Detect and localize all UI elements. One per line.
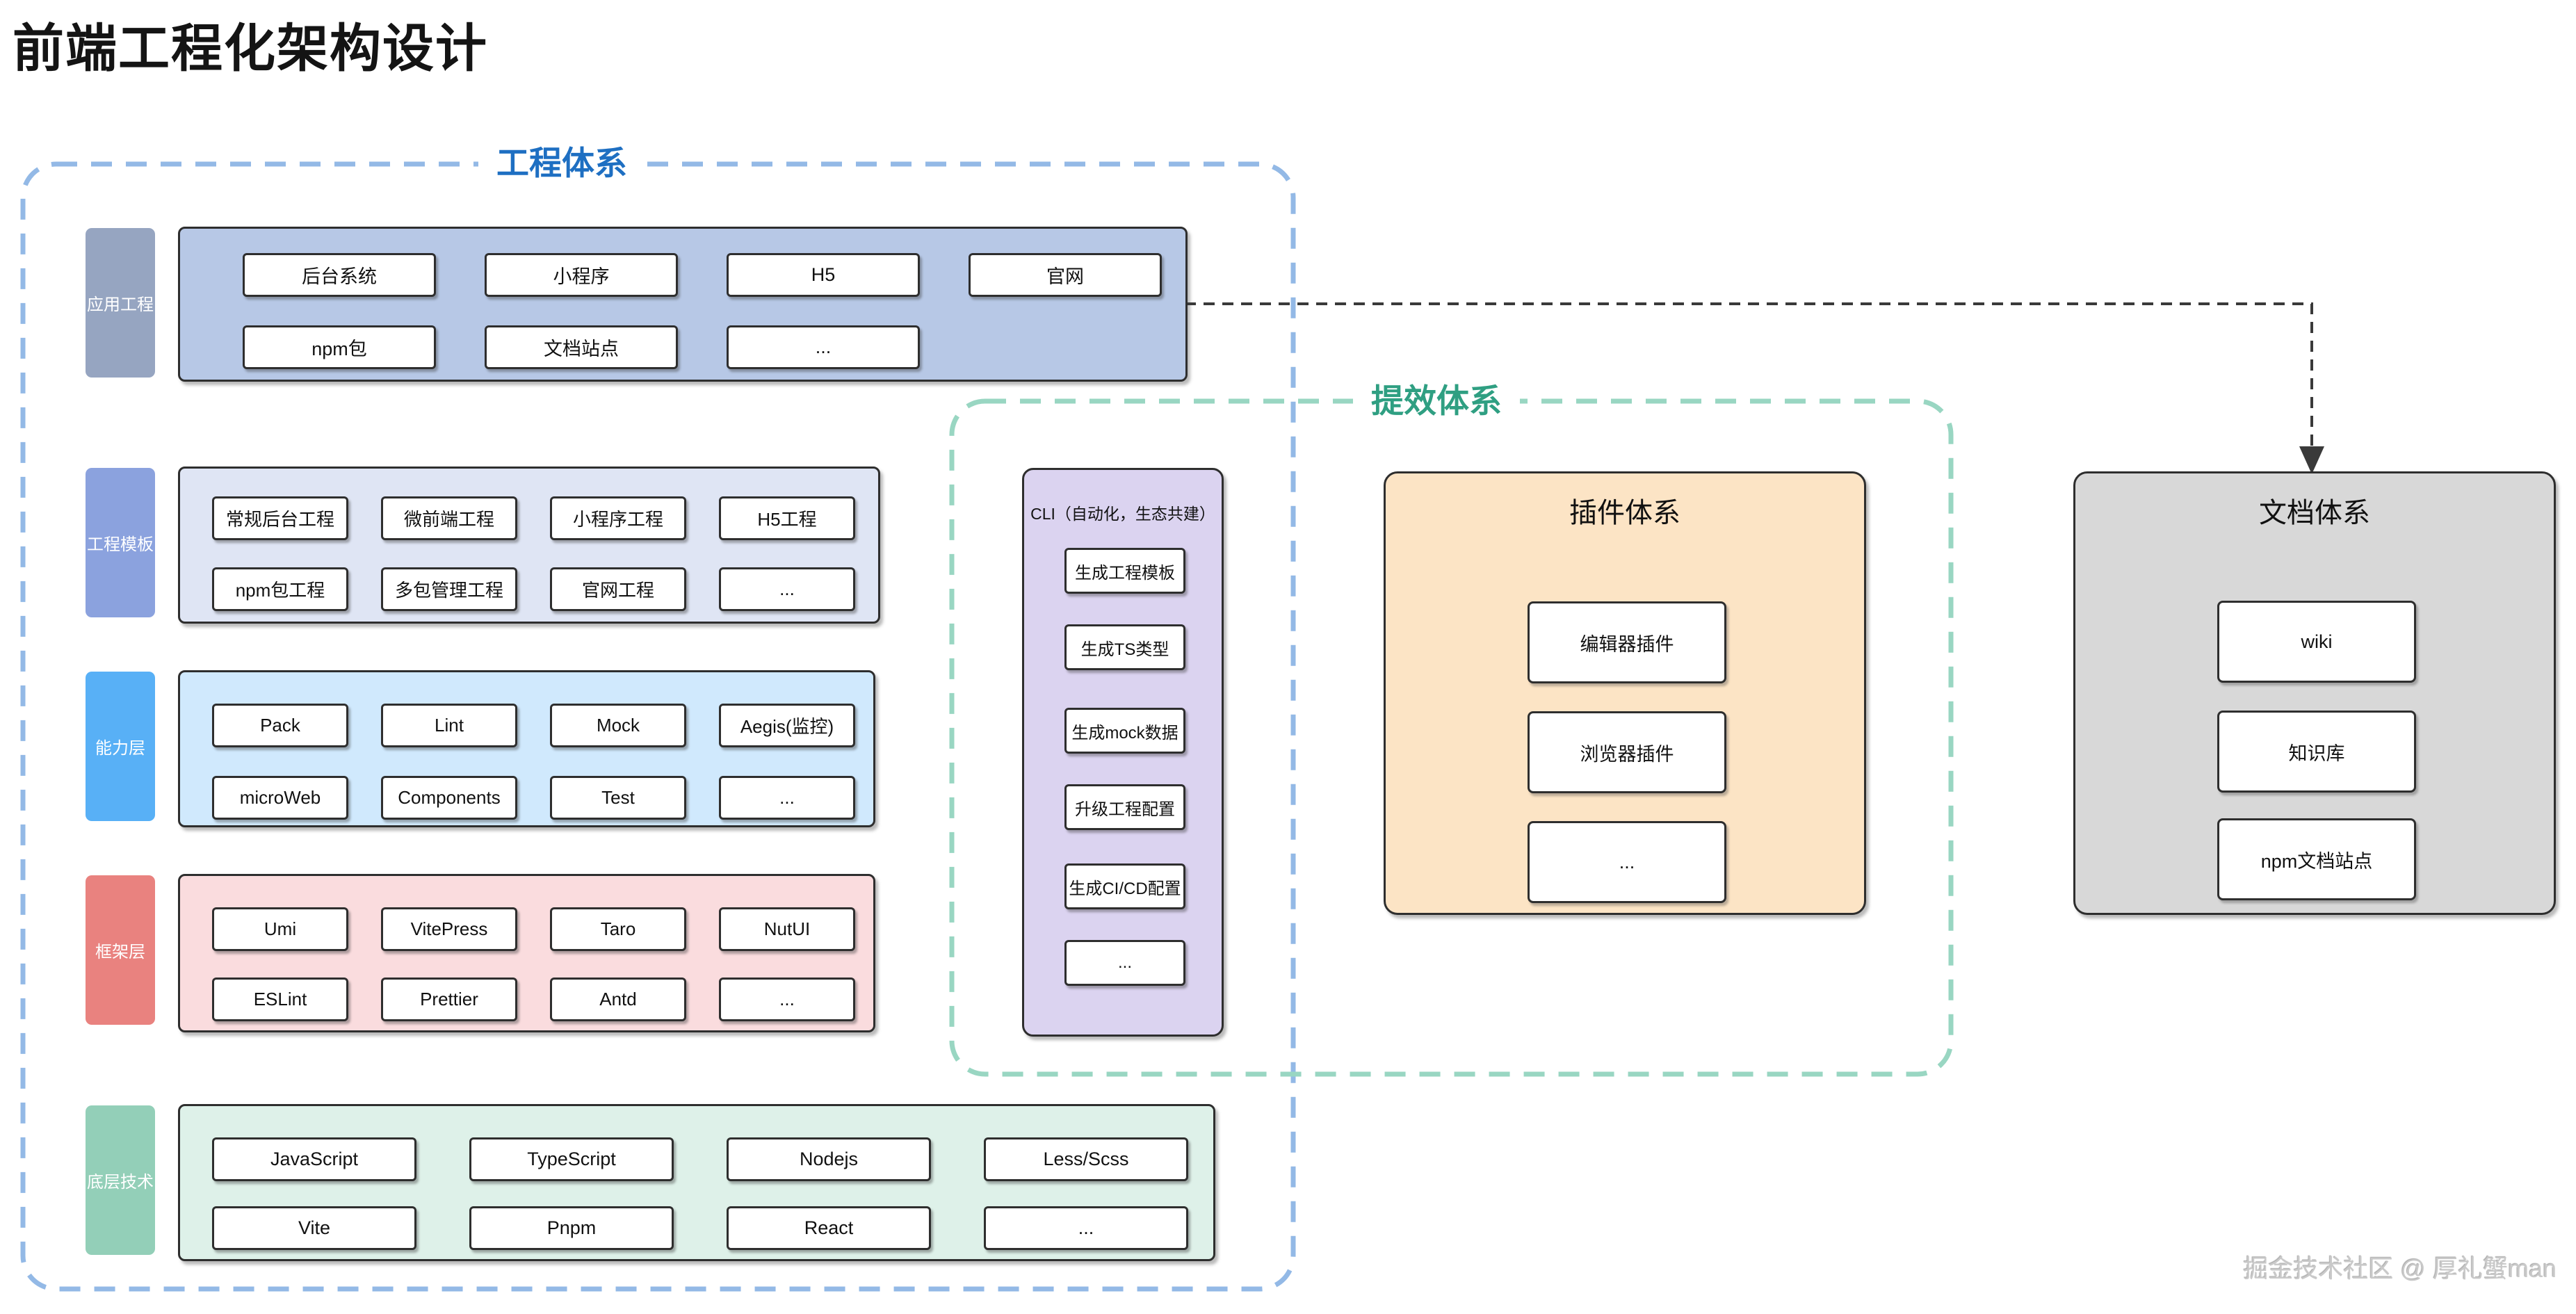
node-more-plugins[interactable]: ... [1528,821,1726,903]
row-label-framework-layer: 框架层 [86,875,155,1025]
node-test[interactable]: Test [550,776,686,820]
node-row: JavaScript TypeScript Nodejs Less/Scss [180,1137,1213,1181]
node-prettier[interactable]: Prettier [381,978,517,1021]
node-mock[interactable]: Mock [550,704,686,747]
node-wiki[interactable]: wiki [2217,601,2416,683]
node-npm-template[interactable]: npm包工程 [212,567,348,611]
row-panel-capability-layer: Pack Lint Mock Aegis(监控) microWeb Compon… [178,670,875,827]
node-generate-mock-data[interactable]: 生成mock数据 [1064,708,1185,754]
node-vite[interactable]: Vite [212,1206,416,1250]
row-label-app-projects: 应用工程 [86,228,155,378]
doc-system-panel: 文档体系 wiki 知识库 npm文档站点 [2073,471,2556,915]
node-generate-ts-types[interactable]: 生成TS类型 [1064,624,1185,670]
node-typescript[interactable]: TypeScript [469,1137,674,1181]
node-row: 后台系统 小程序 H5 官网 [180,253,1185,297]
row-label-base-tech: 底层技术 [86,1105,155,1255]
node-doc-site[interactable]: 文档站点 [485,325,678,369]
node-more-templates[interactable]: ... [719,567,855,611]
node-lint[interactable]: Lint [381,704,517,747]
node-umi[interactable]: Umi [212,907,348,951]
node-row: Umi VitePress Taro NutUI [180,907,873,951]
node-nodejs[interactable]: Nodejs [727,1137,931,1181]
row-panel-base-tech: JavaScript TypeScript Nodejs Less/Scss V… [178,1104,1215,1261]
node-react[interactable]: React [727,1206,931,1250]
row-panel-framework-layer: Umi VitePress Taro NutUI ESLint Prettier… [178,874,875,1032]
node-generate-cicd-config[interactable]: 生成CI/CD配置 [1064,863,1185,909]
node-miniprogram-template[interactable]: 小程序工程 [550,496,686,540]
efficiency-group-label: 提效体系 [1353,378,1520,424]
node-components[interactable]: Components [381,776,517,820]
node-less-scss[interactable]: Less/Scss [984,1137,1188,1181]
docs-connector-arrowhead [2299,446,2324,474]
page-title: 前端工程化架构设计 [13,19,488,77]
node-row: Vite Pnpm React ... [180,1206,1213,1250]
node-backend-system[interactable]: 后台系统 [243,253,436,297]
node-npm-package[interactable]: npm包 [243,325,436,369]
row-label-capability-layer: 能力层 [86,672,155,821]
node-row: Pack Lint Mock Aegis(监控) [180,704,873,747]
node-more-base-tech[interactable]: ... [984,1206,1188,1250]
node-mini-program[interactable]: 小程序 [485,253,678,297]
plugin-system-title: 插件体系 [1569,498,1680,528]
node-pnpm[interactable]: Pnpm [469,1206,674,1250]
node-row: ESLint Prettier Antd ... [180,978,873,1021]
node-more-apps[interactable]: ... [727,325,920,369]
row-panel-project-templates: 常规后台工程 微前端工程 小程序工程 H5工程 npm包工程 多包管理工程 官网… [178,467,880,624]
row-panel-app-projects: 后台系统 小程序 H5 官网 npm包 文档站点 ... [178,227,1188,382]
node-browser-plugin[interactable]: 浏览器插件 [1528,711,1726,793]
node-antd[interactable]: Antd [550,978,686,1021]
node-generate-project-template[interactable]: 生成工程模板 [1064,548,1185,594]
node-pack[interactable]: Pack [212,704,348,747]
node-site-template[interactable]: 官网工程 [550,567,686,611]
node-monorepo-template[interactable]: 多包管理工程 [381,567,517,611]
cli-panel: CLI（自动化，生态共建） 生成工程模板 生成TS类型 生成mock数据 升级工… [1022,468,1224,1037]
node-official-site[interactable]: 官网 [969,253,1162,297]
node-more-frameworks[interactable]: ... [719,978,855,1021]
cli-title: CLI（自动化，生态共建） [1030,505,1215,523]
node-editor-plugin[interactable]: 编辑器插件 [1528,601,1726,683]
node-taro[interactable]: Taro [550,907,686,951]
row-label-project-templates: 工程模板 [86,468,155,617]
node-row: microWeb Components Test ... [180,776,873,820]
node-row: 常规后台工程 微前端工程 小程序工程 H5工程 [180,496,878,540]
node-vitepress[interactable]: VitePress [381,907,517,951]
node-eslint[interactable]: ESLint [212,978,348,1021]
node-aegis-monitor[interactable]: Aegis(监控) [719,704,855,747]
node-microweb[interactable]: microWeb [212,776,348,820]
node-knowledge-base[interactable]: 知识库 [2217,711,2416,793]
docs-connector-line [1185,302,2313,449]
node-more-cli[interactable]: ... [1064,940,1185,986]
plugin-system-panel: 插件体系 编辑器插件 浏览器插件 ... [1384,471,1866,915]
node-more-capabilities[interactable]: ... [719,776,855,820]
engineering-group-label: 工程体系 [478,140,645,186]
node-h5-template[interactable]: H5工程 [719,496,855,540]
node-h5[interactable]: H5 [727,253,920,297]
node-microfrontend-template[interactable]: 微前端工程 [381,496,517,540]
node-nutui[interactable]: NutUI [719,907,855,951]
node-npm-doc-site[interactable]: npm文档站点 [2217,818,2416,900]
doc-system-title: 文档体系 [2259,498,2370,528]
node-upgrade-project-config[interactable]: 升级工程配置 [1064,784,1185,830]
node-admin-template[interactable]: 常规后台工程 [212,496,348,540]
engineering-group-border [20,161,1296,1292]
node-javascript[interactable]: JavaScript [212,1137,416,1181]
node-row: npm包 文档站点 ... [180,325,1185,369]
node-row: npm包工程 多包管理工程 官网工程 ... [180,567,878,611]
watermark: 掘金技术社区 @ 厚礼蟹man [2243,1254,2557,1283]
